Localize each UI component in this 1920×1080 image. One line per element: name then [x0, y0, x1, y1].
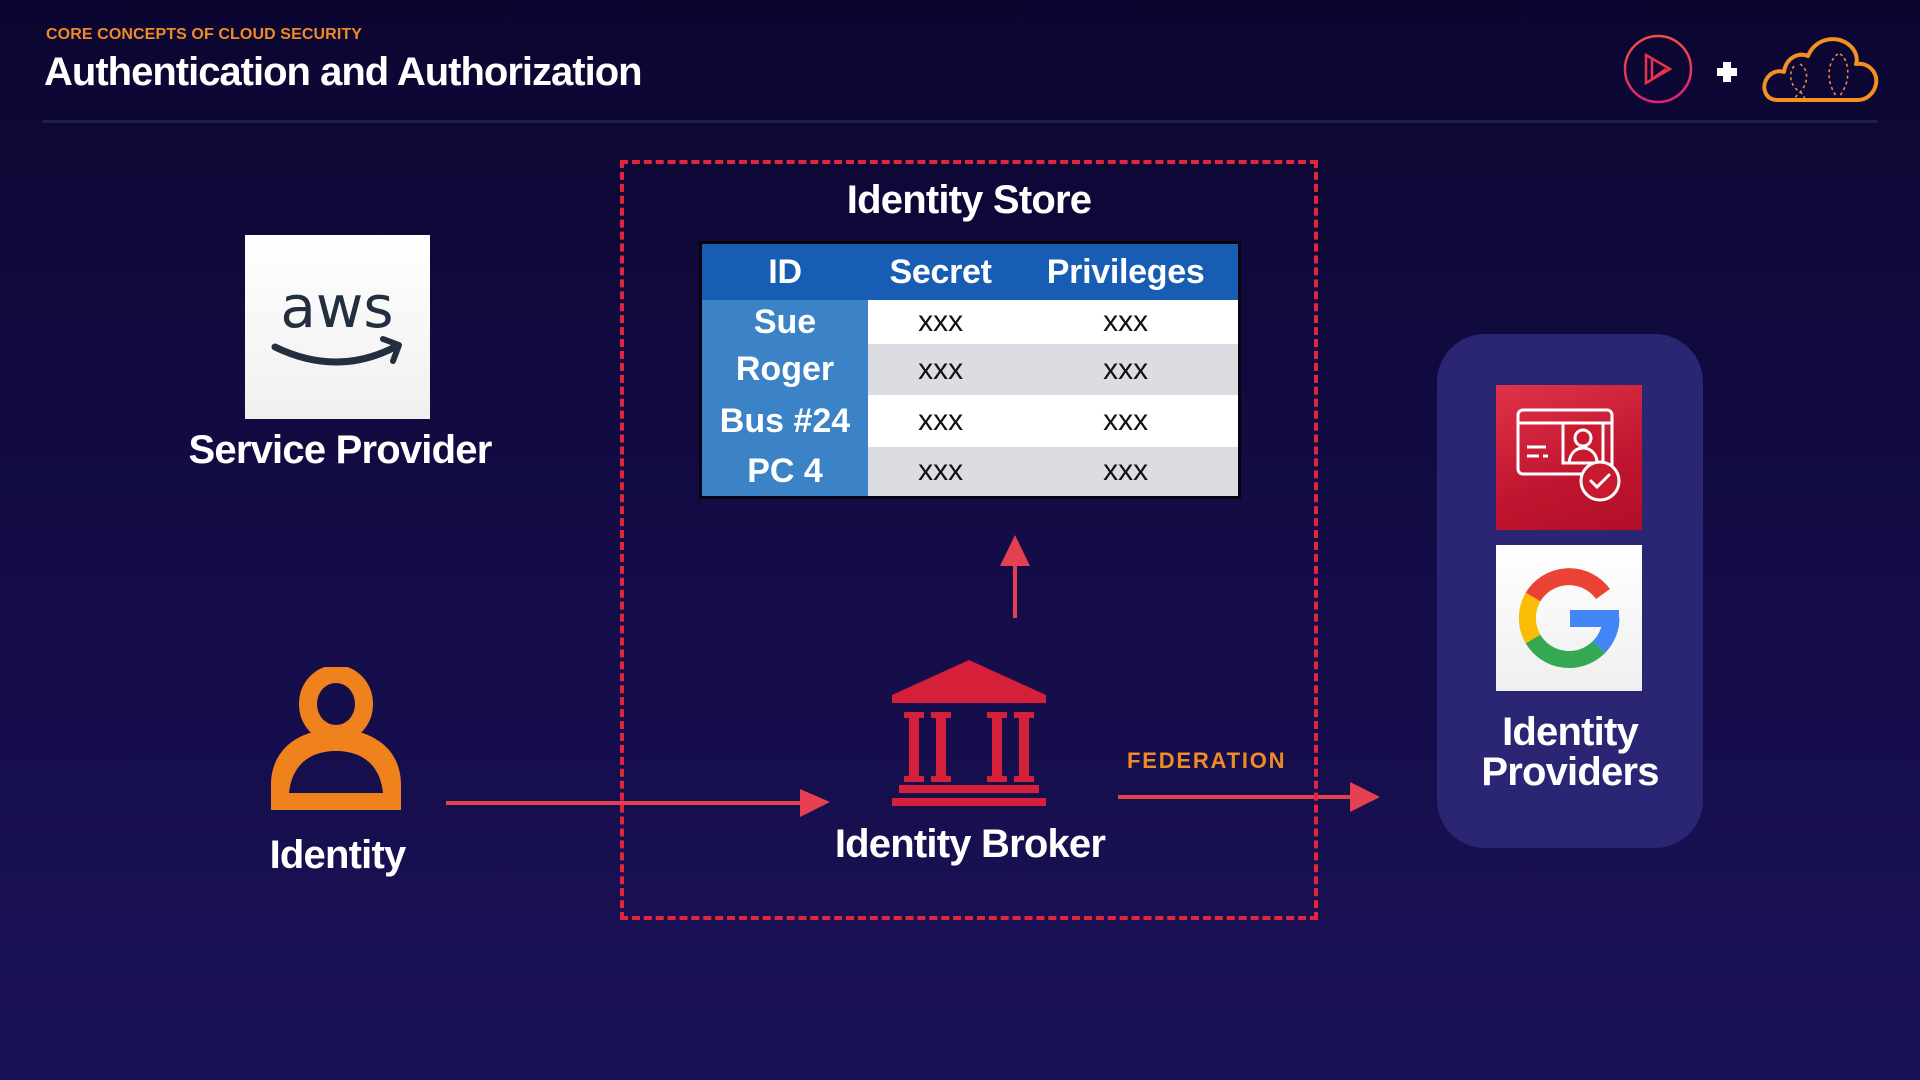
- table-row: PC 4 xxx xxx: [700, 447, 1240, 497]
- identity-broker-icon: [892, 660, 1046, 806]
- identity-providers-label-line1: Identity: [1502, 710, 1639, 754]
- cell-id: PC 4: [700, 447, 868, 497]
- google-g-icon: [1496, 545, 1642, 691]
- cell-secret: xxx: [868, 344, 1014, 395]
- identity-store-table: ID Secret Privileges Sue xxx xxx Roger x…: [699, 241, 1241, 499]
- identity-broker-label: Identity Broker: [834, 822, 1106, 866]
- cell-privileges: xxx: [1013, 395, 1240, 447]
- pluralsight-logo-icon: [1623, 34, 1693, 104]
- cell-id: Roger: [700, 344, 868, 395]
- cell-privileges: xxx: [1013, 344, 1240, 395]
- course-eyebrow: CORE CONCEPTS OF CLOUD SECURITY: [46, 26, 363, 43]
- header-divider: [42, 120, 1878, 123]
- identity-label: Identity: [269, 833, 407, 877]
- cell-secret: xxx: [868, 300, 1014, 344]
- identity-system-boundary: [620, 160, 1318, 920]
- identity-store-title: Identity Store: [846, 178, 1092, 222]
- table-header-row: ID Secret Privileges: [700, 242, 1240, 300]
- cell-id: Bus #24: [700, 395, 868, 447]
- aws-logo-text: aws: [280, 273, 393, 341]
- identity-providers-label: Identity Providers: [1437, 712, 1703, 792]
- aws-identity-center-icon: [1496, 385, 1642, 530]
- plus-icon: [1717, 62, 1737, 82]
- service-provider-label: Service Provider: [188, 428, 493, 472]
- aws-logo: aws: [245, 235, 430, 419]
- cell-secret: xxx: [868, 447, 1014, 497]
- cell-privileges: xxx: [1013, 447, 1240, 497]
- table-row: Roger xxx xxx: [700, 344, 1240, 395]
- column-header-privileges: Privileges: [1013, 242, 1240, 300]
- person-icon: [271, 667, 401, 810]
- federation-label: FEDERATION: [1127, 748, 1287, 773]
- column-header-secret: Secret: [868, 242, 1014, 300]
- identity-providers-label-line2: Providers: [1481, 750, 1659, 794]
- cloud-logo-icon: [1762, 37, 1879, 102]
- column-header-id: ID: [700, 242, 868, 300]
- cell-id: Sue: [700, 300, 868, 344]
- aws-logo-icon: aws: [271, 273, 402, 366]
- table-row: Bus #24 xxx xxx: [700, 395, 1240, 447]
- cell-secret: xxx: [868, 395, 1014, 447]
- page-title: Authentication and Authorization: [44, 50, 643, 94]
- cell-privileges: xxx: [1013, 300, 1240, 344]
- table-row: Sue xxx xxx: [700, 300, 1240, 344]
